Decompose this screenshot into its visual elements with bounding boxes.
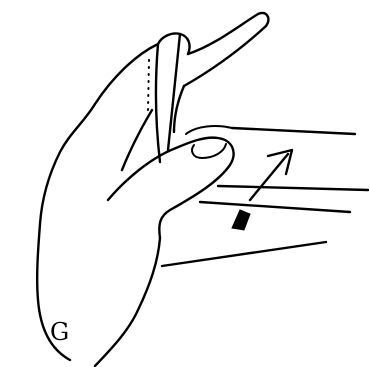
index-finger-back <box>184 13 268 86</box>
string-loop-inner <box>156 44 160 162</box>
string-second-strand <box>218 186 368 190</box>
middle-finger-outline <box>122 86 184 170</box>
hand-outline <box>37 44 158 360</box>
hidden-finger-edge <box>148 60 149 110</box>
string-upper-strand <box>232 128 355 134</box>
thumb-tip-edge <box>186 126 232 134</box>
palm-lower-edge <box>95 238 160 366</box>
string-lower-strand <box>162 242 326 266</box>
pull-mark <box>232 210 250 230</box>
thumbnail <box>192 144 226 158</box>
figure-label: G <box>50 318 69 346</box>
string-third-strand <box>200 202 350 212</box>
index-finger-outline <box>158 33 190 54</box>
thumb-outline <box>108 138 234 238</box>
direction-arrow-shaft <box>250 154 288 200</box>
